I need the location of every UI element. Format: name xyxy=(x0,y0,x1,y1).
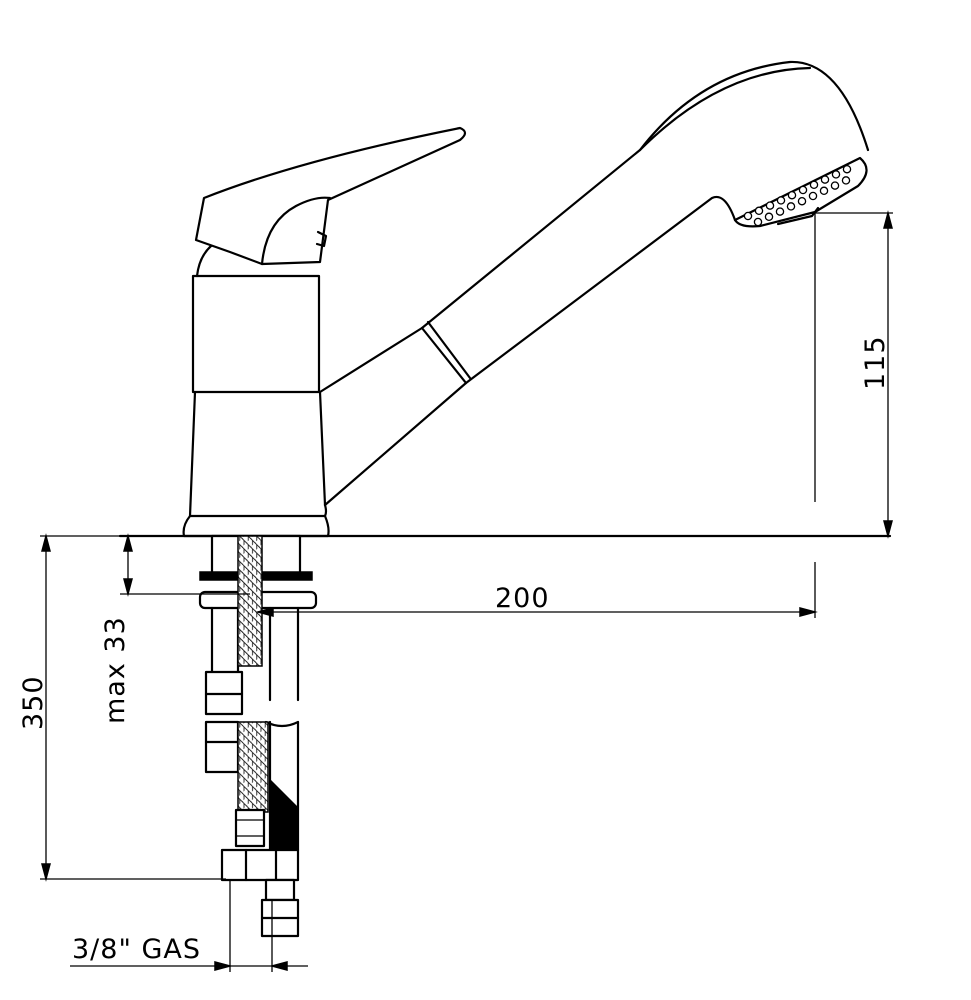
spray-hole xyxy=(753,217,763,227)
spray-holes xyxy=(743,164,852,227)
spray-hole xyxy=(786,202,796,211)
spray-hole xyxy=(809,180,819,190)
dimension-max33-label: max 33 xyxy=(100,616,131,724)
dimension-gas-label: 3/8" GAS xyxy=(72,934,201,965)
faucet-body xyxy=(182,238,330,538)
mounting-shank xyxy=(118,534,892,938)
pull-out-spout xyxy=(318,60,870,507)
spray-hole xyxy=(765,201,775,210)
dimension-350-label: 350 xyxy=(18,675,49,730)
spray-hole xyxy=(787,190,797,200)
lever-handle xyxy=(194,126,467,266)
spray-hole xyxy=(775,207,785,216)
spray-hole xyxy=(819,186,829,196)
spray-hole xyxy=(798,185,808,195)
dimension-200-label: 200 xyxy=(495,583,550,614)
spray-hole xyxy=(776,196,786,205)
spray-hole xyxy=(797,196,807,206)
spray-hole xyxy=(841,176,851,185)
spray-hole xyxy=(820,175,830,184)
spray-hole xyxy=(830,181,840,190)
dimension-115-label: 115 xyxy=(860,335,891,390)
spray-hole xyxy=(754,206,764,216)
dimension-lines xyxy=(40,210,893,972)
spray-hole xyxy=(842,164,852,174)
spray-hole xyxy=(764,212,774,222)
spray-hole xyxy=(808,191,818,201)
spray-hole xyxy=(831,170,841,179)
spray-hole xyxy=(743,211,753,221)
